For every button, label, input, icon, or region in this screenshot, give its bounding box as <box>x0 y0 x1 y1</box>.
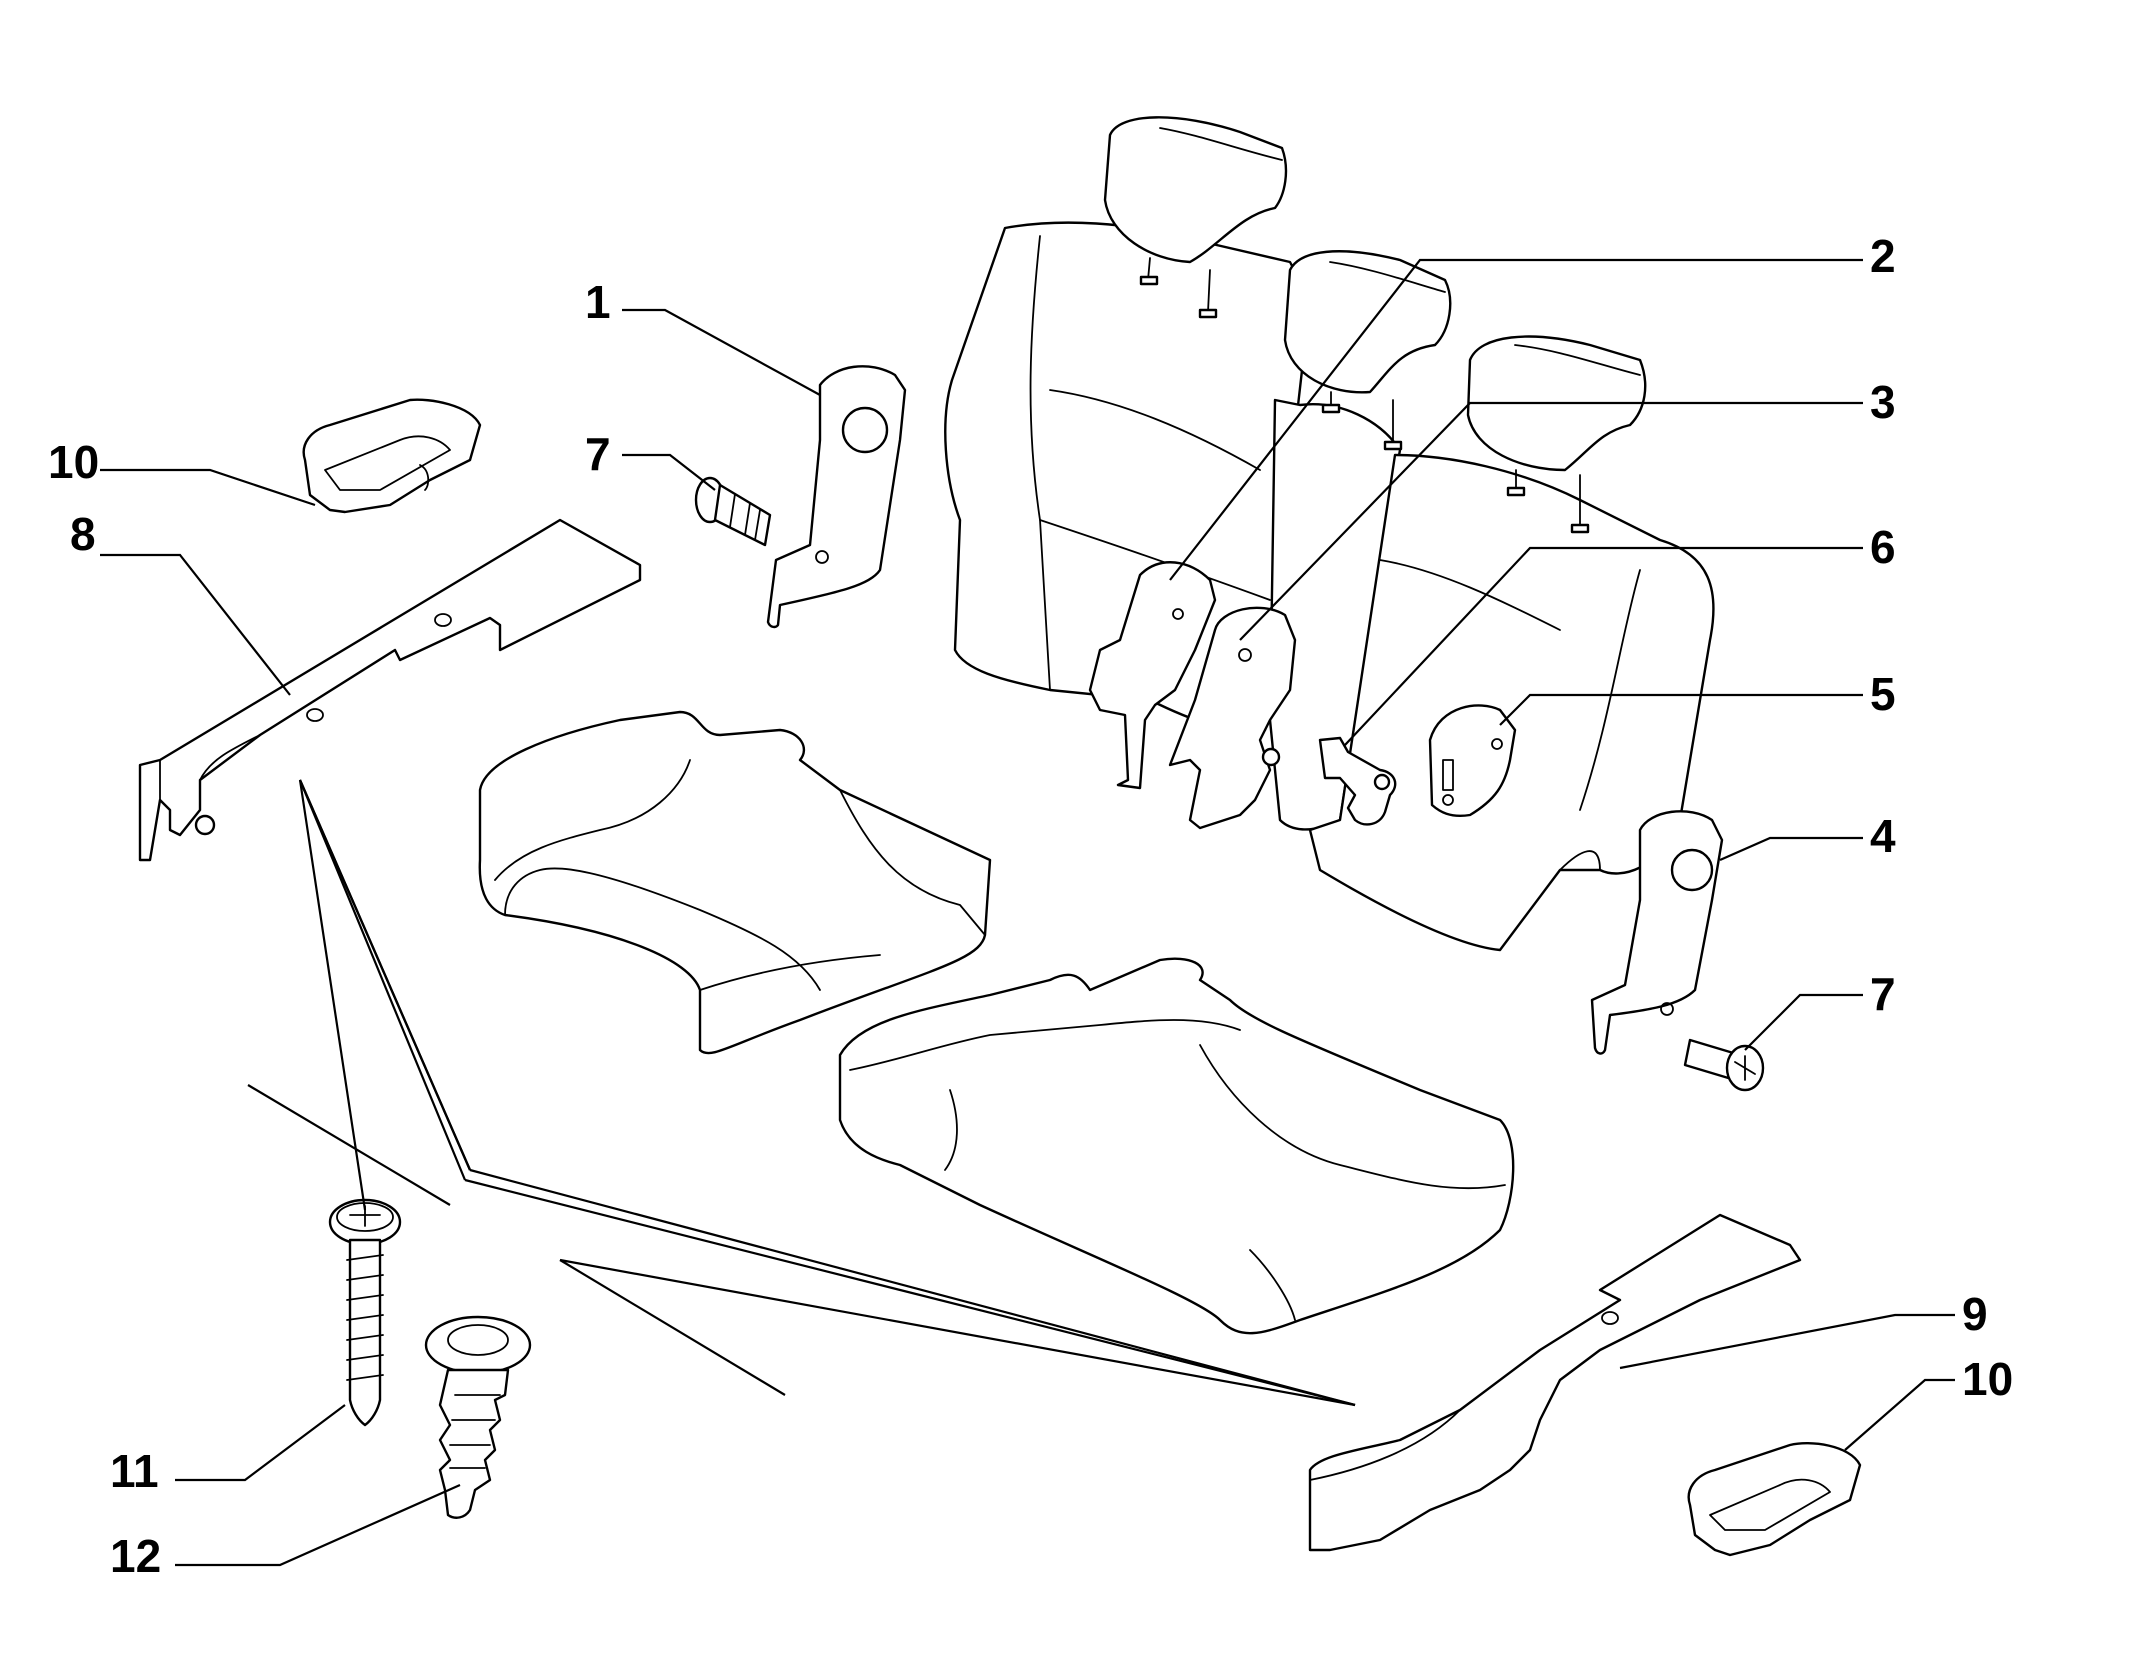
screw-11 <box>328 1198 402 1427</box>
callout-9: 9 <box>1962 1288 1988 1340</box>
latch-bracket-2 <box>1088 561 1217 790</box>
bolt-7-upper <box>694 476 772 547</box>
seat-cushion-right <box>838 957 1515 1335</box>
callout-1: 1 <box>585 276 611 328</box>
callout-6: 6 <box>1870 521 1896 573</box>
grommet-10-upper <box>302 398 482 514</box>
callout-7-lower: 7 <box>1870 968 1896 1020</box>
fastener-group-lines <box>247 779 1356 1407</box>
callout-11: 11 <box>110 1445 159 1497</box>
leader-lines <box>100 258 1955 1567</box>
push-clip-12 <box>424 1315 532 1519</box>
grommet-10-lower <box>1687 1442 1862 1557</box>
headrest-left <box>1103 116 1288 319</box>
release-cover-5 <box>1428 704 1517 817</box>
headrest-middle <box>1283 250 1452 451</box>
callout-10-lower: 10 <box>1962 1353 2013 1405</box>
callout-4: 4 <box>1870 810 1896 862</box>
callout-10-upper: 10 <box>48 436 99 488</box>
callout-7-upper: 7 <box>585 428 611 480</box>
callout-12: 12 <box>110 1530 161 1582</box>
side-trim-9 <box>1308 1213 1802 1552</box>
callout-2: 2 <box>1870 230 1896 282</box>
callout-labels: 1 2 3 4 5 6 7 7 8 9 10 10 11 12 <box>48 230 2013 1582</box>
seat-cushion-left <box>478 710 992 1055</box>
hinge-bracket-4 <box>1590 810 1724 1055</box>
callout-8: 8 <box>70 508 96 560</box>
side-trim-8 <box>138 518 642 862</box>
hinge-bracket-1 <box>766 365 907 629</box>
callout-5: 5 <box>1870 668 1896 720</box>
latch-bracket-3 <box>1168 606 1297 830</box>
callout-3: 3 <box>1870 376 1896 428</box>
latch-pin-6 <box>1318 736 1397 826</box>
bolt-7-lower <box>1683 1038 1765 1092</box>
